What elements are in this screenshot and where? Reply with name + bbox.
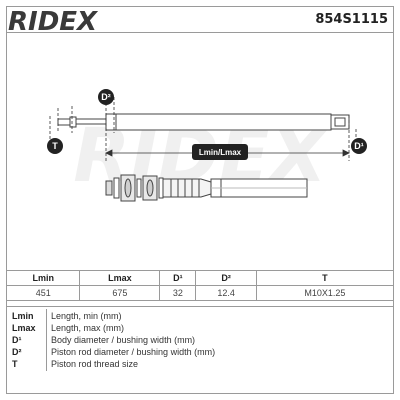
bushing-insert (334, 117, 346, 127)
header-divider (6, 32, 394, 33)
label-d1: D¹ (351, 138, 367, 154)
value-d1: 32 (159, 285, 197, 301)
legend-description: Piston rod diameter / bushing width (mm) (51, 347, 216, 357)
svg-text:T: T (52, 141, 58, 151)
spec-table-header: Lmin Lmax D¹ D² T (5, 270, 395, 286)
washer-detail-1 (113, 177, 120, 199)
legend-divider (46, 309, 47, 323)
spec-table-row: 451 675 32 12.4 M10X1.25 (5, 285, 395, 301)
legend: Lmin Length, min (mm) Lmax Length, max (… (6, 306, 394, 394)
value-d2: 12.4 (195, 285, 257, 301)
hardware-rings (124, 178, 154, 198)
legend-divider (46, 333, 47, 347)
dust-boot (162, 178, 212, 198)
label-d2: D² (98, 89, 114, 105)
diagram-frame (6, 6, 394, 394)
legend-description: Body diameter / bushing width (mm) (51, 335, 196, 345)
washer-detail-3 (158, 177, 164, 199)
header-t: T (255, 270, 395, 286)
header-d2: D² (195, 270, 257, 286)
value-t: M10X1.25 (255, 285, 395, 301)
label-t: T (47, 138, 63, 154)
washer-detail-2 (136, 178, 142, 198)
value-lmin: 451 (5, 285, 81, 301)
shock-absorber-side-view (57, 113, 350, 131)
legend-abbr: D¹ (12, 335, 22, 345)
legend-description: Length, max (mm) (51, 323, 125, 333)
header-lmin: Lmin (5, 270, 81, 286)
piston-rod (75, 118, 107, 125)
shock-absorber-detail-view (105, 174, 308, 202)
header: RIDEX 854S1115 (6, 6, 394, 37)
part-number: 854S1115 (315, 12, 388, 27)
technical-drawing: RIDEX (6, 33, 394, 268)
legend-divider (46, 345, 47, 359)
nut-detail (105, 180, 113, 196)
value-lmax: 675 (79, 285, 161, 301)
legend-abbr: Lmin (12, 311, 34, 321)
legend-abbr: T (12, 359, 18, 369)
legend-abbr: Lmax (12, 323, 36, 333)
legend-divider (46, 321, 47, 335)
left-nut (69, 116, 77, 128)
shock-absorber-drawing: RIDEX (47, 89, 367, 202)
spec-table: Lmin Lmax D¹ D² T 451 675 32 12.4 M10X1.… (5, 270, 395, 301)
legend-description: Length, min (mm) (51, 311, 122, 321)
legend-divider (46, 357, 47, 371)
svg-text:Lmin/Lmax: Lmin/Lmax (199, 148, 242, 157)
label-length: Lmin/Lmax (192, 144, 248, 160)
legend-description: Piston rod thread size (51, 359, 139, 369)
legend-abbr: D² (12, 347, 22, 357)
svg-text:D²: D² (101, 92, 111, 102)
svg-text:D¹: D¹ (354, 141, 364, 151)
shock-body (105, 113, 332, 131)
header-d1: D¹ (159, 270, 197, 286)
header-lmax: Lmax (79, 270, 161, 286)
